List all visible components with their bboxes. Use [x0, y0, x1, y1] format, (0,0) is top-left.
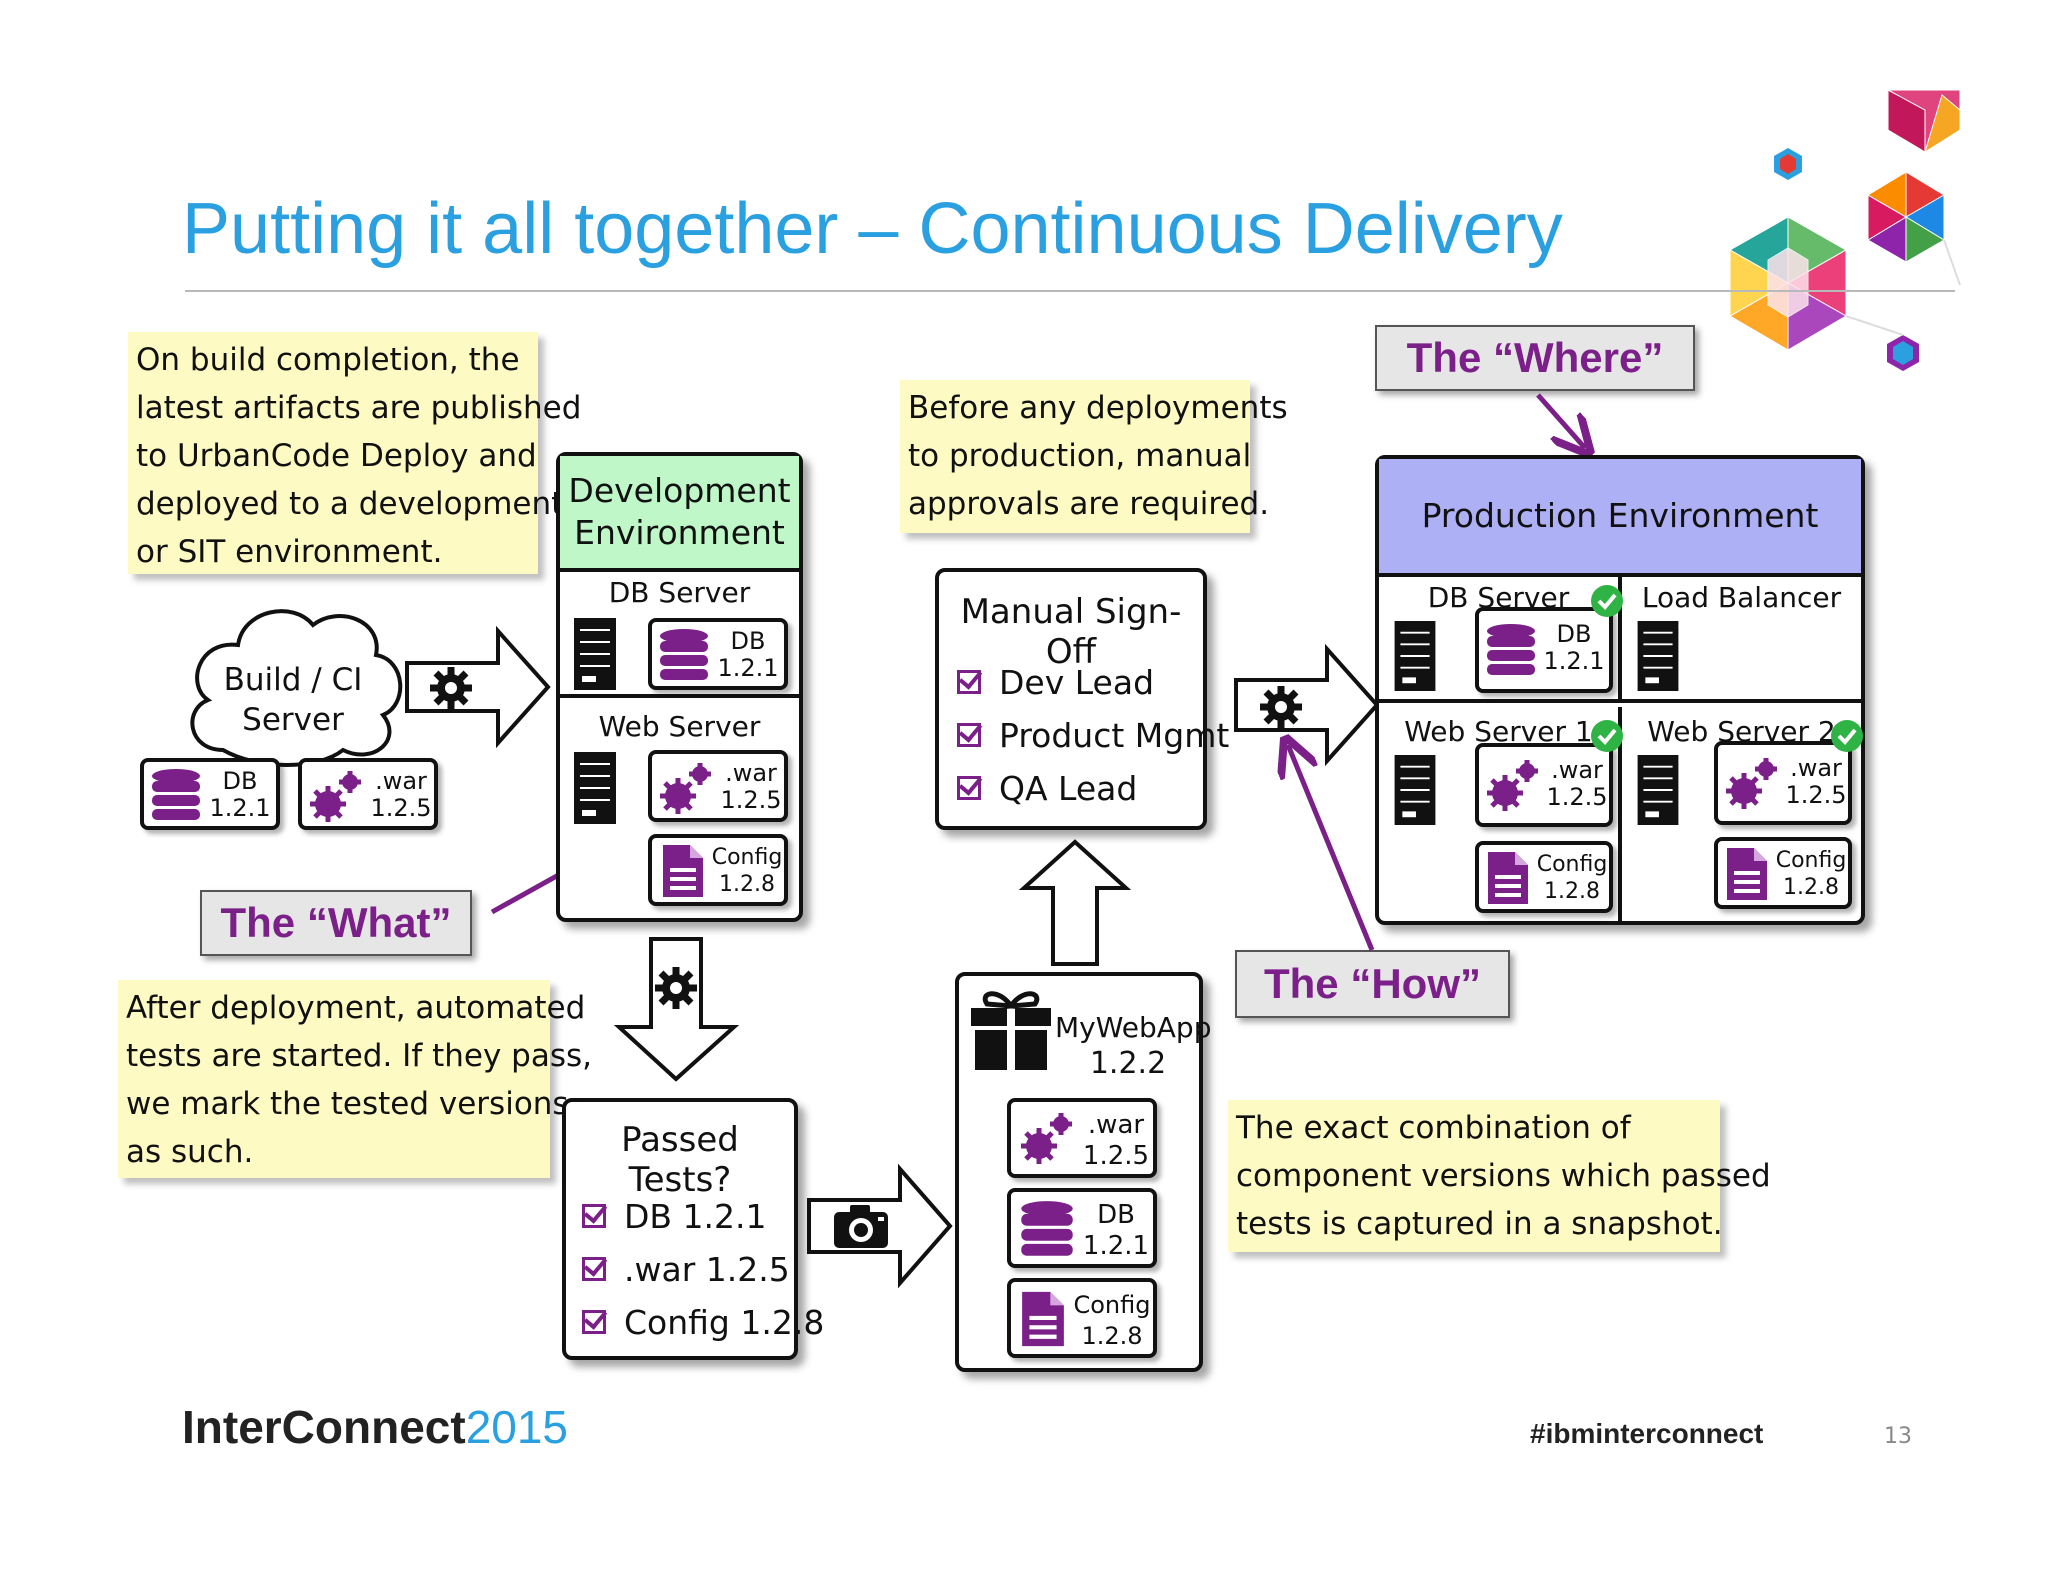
document-icon	[1727, 848, 1767, 900]
server-rack-icon	[1394, 621, 1436, 691]
database-icon	[1487, 624, 1535, 675]
signoff-title: Manual Sign-Off	[960, 592, 1182, 672]
server-rack-icon	[1637, 755, 1679, 825]
camera-icon	[834, 1205, 888, 1248]
deployed-check-icon	[1831, 720, 1863, 752]
interconnect-logo: InterConnect2015	[182, 1401, 569, 1453]
document-icon	[663, 845, 703, 897]
gear-icon	[655, 967, 697, 1009]
gear-icon	[430, 667, 472, 709]
arrow-snapshot-to-signoff	[1018, 839, 1132, 966]
document-icon	[1022, 1291, 1064, 1347]
checklist-item: Dev Lead	[957, 656, 1203, 709]
gears-icon	[660, 763, 711, 814]
checklist-item: QA Lead	[957, 762, 1203, 815]
slide-title: Putting it all together – Continuous Del…	[182, 189, 1563, 269]
hexagon-decoration	[1728, 89, 1961, 371]
title-divider	[185, 290, 1955, 292]
checklist-item: DB 1.2.1	[582, 1190, 794, 1243]
prod-env-header: Production Environment	[1379, 459, 1861, 577]
deployed-check-icon	[1591, 720, 1623, 752]
server-rack-icon	[1637, 621, 1679, 691]
checklist-item: Product Mgmt	[957, 709, 1229, 762]
page-number: 13	[1884, 1424, 1912, 1449]
arrow-build-to-dev	[405, 625, 551, 749]
database-icon	[660, 629, 708, 680]
gears-icon	[310, 771, 361, 822]
checkbox-checked-icon	[957, 776, 981, 800]
build-server-cloud	[190, 609, 403, 767]
manual-signoff-box: Manual Sign-Off Dev Lead Product Mgmt QA…	[935, 568, 1229, 830]
gear-icon	[1260, 686, 1302, 728]
passed-tests-box: Passed Tests? DB 1.2.1 .war 1.2.5 Config…	[562, 1098, 824, 1360]
label-the-where: The “Where”	[1375, 325, 1695, 391]
passed-tests-title: Passed Tests?	[621, 1120, 739, 1200]
checkbox-checked-icon	[957, 670, 981, 694]
deployed-check-icon	[1591, 585, 1623, 617]
database-icon	[1021, 1201, 1073, 1256]
server-rack-icon	[574, 752, 616, 824]
server-rack-icon	[574, 618, 616, 690]
hashtag: #ibminterconnect	[1530, 1418, 1764, 1449]
gears-icon	[1726, 758, 1777, 809]
prod-load-balancer: Load Balancer	[1622, 573, 1861, 703]
gears-icon	[1487, 760, 1538, 811]
gift-icon	[971, 991, 1051, 1070]
checklist-item: Config 1.2.8	[582, 1296, 824, 1349]
label-the-what: The “What”	[200, 890, 472, 956]
database-icon	[152, 769, 200, 820]
checkbox-checked-icon	[582, 1310, 606, 1334]
checkbox-checked-icon	[582, 1204, 606, 1228]
gears-icon	[1021, 1113, 1072, 1164]
checklist-item: .war 1.2.5	[582, 1243, 794, 1296]
checkbox-checked-icon	[582, 1257, 606, 1281]
label-the-how: The “How”	[1235, 950, 1510, 1018]
server-rack-icon	[1394, 755, 1436, 825]
checkbox-checked-icon	[957, 723, 981, 747]
arrow-signoff-to-prod	[1234, 643, 1380, 767]
document-icon	[1488, 852, 1528, 904]
